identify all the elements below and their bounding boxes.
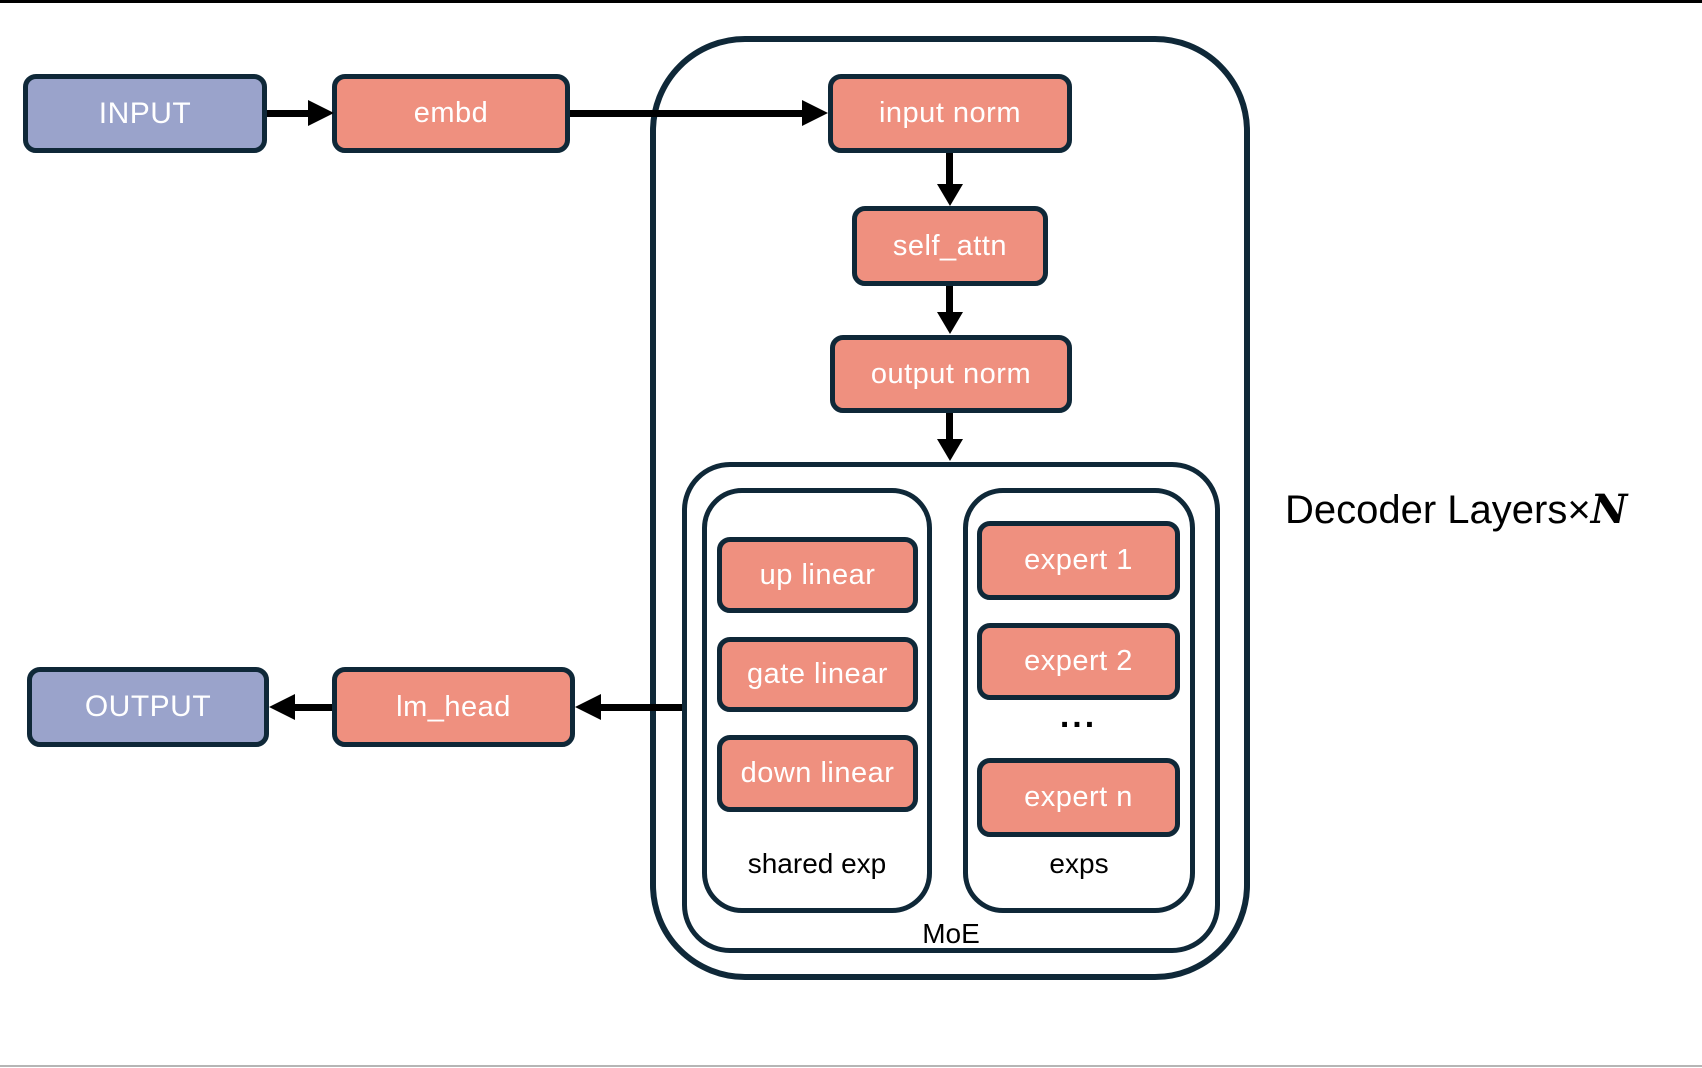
- expert-n-label: expert n: [1024, 781, 1133, 813]
- bottom-border-line: [0, 1065, 1702, 1067]
- arrowhead-right-icon: [308, 100, 334, 126]
- arrowhead-down-icon: [937, 184, 963, 206]
- moe-label: MoE: [922, 918, 980, 949]
- arrow-shaft: [946, 413, 953, 441]
- down-linear-box: down linear: [717, 735, 918, 812]
- arrowhead-left-icon: [575, 694, 601, 720]
- gate-linear-box: gate linear: [717, 637, 918, 712]
- output-norm-label: output norm: [870, 357, 1032, 390]
- decoder-layers-text: Decoder Layers: [1285, 488, 1568, 532]
- experts-ellipsis: ...: [1059, 697, 1098, 735]
- expert-1-box: expert 1: [977, 521, 1180, 600]
- expert-2-box: expert 2: [977, 623, 1180, 700]
- self-attn-label: self_attn: [892, 229, 1008, 262]
- input-norm-box: input norm: [828, 74, 1072, 153]
- output-label: OUTPUT: [84, 690, 212, 723]
- exps-container: [963, 488, 1195, 913]
- moe-container: [682, 462, 1220, 953]
- up-linear-box: up linear: [717, 537, 918, 613]
- arrow-shaft: [946, 286, 953, 314]
- layers-count-variable: N: [1590, 486, 1628, 533]
- output-norm-box: output norm: [830, 335, 1072, 413]
- arrow-shaft: [267, 110, 312, 117]
- down-linear-label: down linear: [740, 757, 895, 789]
- exps-label: exps: [1049, 848, 1109, 879]
- times-symbol: ×: [1567, 488, 1591, 532]
- arrow-shaft: [293, 704, 332, 711]
- self-attn-box: self_attn: [852, 206, 1048, 286]
- arrow-shaft: [946, 153, 953, 187]
- gate-linear-label: gate linear: [747, 658, 888, 690]
- expert-n-box: expert n: [977, 758, 1180, 837]
- arrowhead-down-icon: [937, 312, 963, 334]
- lm-head-box: lm_head: [332, 667, 575, 747]
- expert-2-label: expert 2: [1024, 645, 1133, 677]
- decoder-layers-container: [650, 36, 1250, 980]
- input-box: INPUT: [23, 74, 267, 153]
- shared-exp-label: shared exp: [747, 848, 887, 879]
- arrowhead-left-icon: [269, 694, 295, 720]
- input-label: INPUT: [98, 96, 192, 130]
- output-box: OUTPUT: [27, 667, 269, 747]
- input-norm-label: input norm: [878, 97, 1021, 129]
- embd-box: embd: [332, 74, 570, 153]
- arrow-shaft: [599, 704, 682, 711]
- top-border-line: [0, 0, 1702, 3]
- embd-label: embd: [413, 97, 489, 129]
- arrowhead-down-icon: [937, 439, 963, 461]
- lm-head-label: lm_head: [396, 690, 511, 723]
- decoder-layers-label: Decoder Layers×N: [1285, 486, 1627, 533]
- shared-exp-container: [702, 488, 932, 913]
- expert-1-label: expert 1: [1024, 544, 1133, 576]
- arrow-shaft: [570, 110, 804, 117]
- arrowhead-right-icon: [802, 100, 828, 126]
- up-linear-label: up linear: [759, 558, 876, 591]
